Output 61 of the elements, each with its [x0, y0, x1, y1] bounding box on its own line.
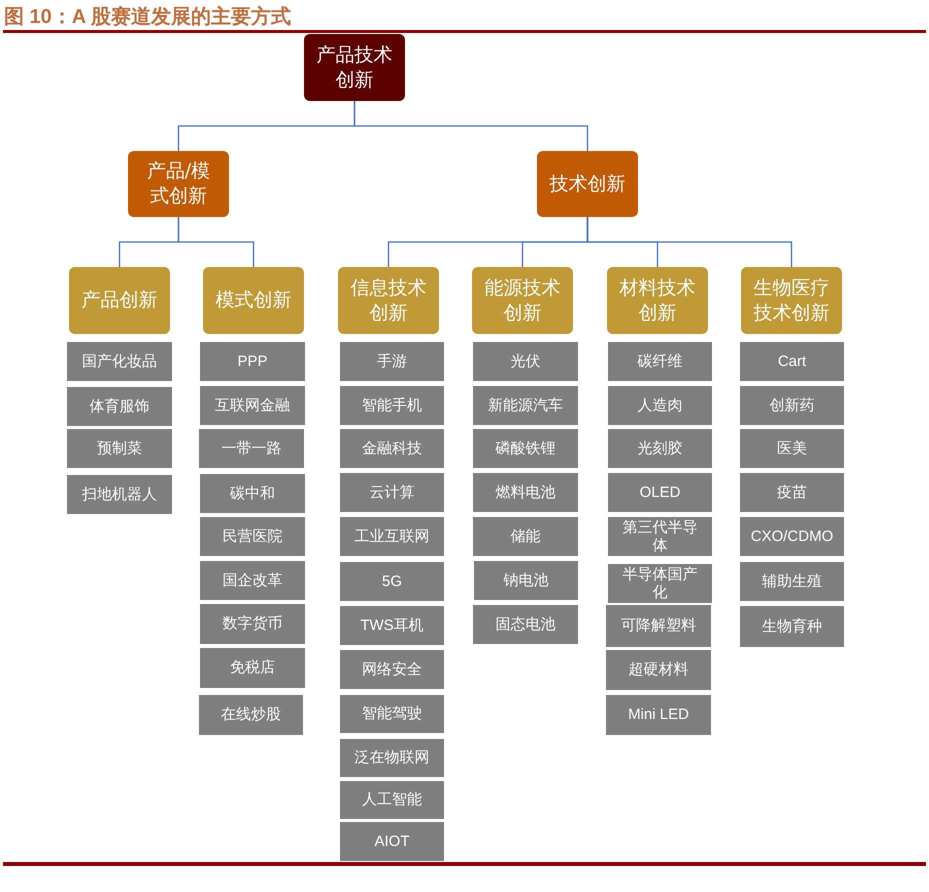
figure-title: 图 10：A 股赛道发展的主要方式 — [4, 4, 292, 30]
item-box: 数字货币 — [200, 604, 305, 644]
subcategory-box: 生物医疗技术创新 — [741, 267, 842, 334]
item-box: OLED — [608, 473, 712, 512]
item-box: 光刻胶 — [608, 429, 712, 468]
item-box: 储能 — [473, 517, 578, 556]
category-box: 技术创新 — [537, 151, 638, 217]
item-box: 云计算 — [340, 473, 444, 512]
item-box: 人工智能 — [340, 781, 444, 819]
root-box: 产品技术创新 — [304, 34, 405, 101]
item-box: Mini LED — [606, 695, 711, 735]
connector-line — [178, 217, 254, 267]
item-box: 燃料电池 — [473, 473, 578, 512]
item-box: 可降解塑料 — [606, 605, 711, 647]
item-box: 生物育种 — [740, 606, 844, 647]
item-box: 疫苗 — [740, 473, 844, 512]
item-box: 磷酸铁锂 — [473, 429, 578, 468]
subcategory-box: 产品创新 — [69, 267, 170, 334]
item-box: 在线炒股 — [199, 695, 303, 735]
subcategory-box: 能源技术创新 — [472, 267, 573, 334]
item-box: 网络安全 — [340, 650, 444, 689]
item-box: 第三代半导体 — [608, 517, 712, 556]
item-box: 体育服饰 — [67, 387, 172, 426]
item-box: 智能驾驶 — [340, 695, 444, 733]
item-box: 固态电池 — [473, 605, 578, 644]
item-box: 半导体国产化 — [608, 564, 712, 603]
item-box: 创新药 — [740, 386, 844, 425]
subcategory-box: 模式创新 — [203, 267, 304, 334]
item-box: 超硬材料 — [606, 650, 711, 690]
item-box: 手游 — [340, 342, 444, 381]
item-box: TWS耳机 — [340, 606, 444, 645]
item-box: 工业互联网 — [340, 517, 444, 556]
connector-line — [354, 101, 588, 151]
category-box: 产品/模式创新 — [128, 151, 229, 217]
item-box: Cart — [740, 342, 844, 381]
subcategory-box: 信息技术创新 — [338, 267, 439, 334]
item-box: 碳纤维 — [608, 342, 712, 381]
item-box: 碳中和 — [200, 474, 305, 513]
item-box: 预制菜 — [67, 429, 172, 468]
item-box: 互联网金融 — [200, 386, 305, 425]
item-box: AIOT — [340, 822, 444, 861]
item-box: 国产化妆品 — [67, 342, 172, 381]
item-box: 智能手机 — [340, 386, 444, 425]
subcategory-box: 材料技术创新 — [607, 267, 708, 334]
connector-line — [586, 217, 792, 267]
item-box: 钠电池 — [474, 561, 578, 600]
item-box: 医美 — [740, 429, 844, 468]
item-box: 国企改革 — [200, 561, 305, 600]
item-box: 辅助生殖 — [740, 562, 844, 601]
item-box: 民营医院 — [200, 517, 305, 556]
item-box: 光伏 — [473, 342, 578, 381]
item-box: PPP — [200, 342, 305, 381]
item-box: 泛在物联网 — [340, 739, 444, 777]
item-box: 金融科技 — [340, 429, 444, 468]
item-box: 新能源汽车 — [473, 386, 578, 425]
item-box: 人造肉 — [608, 386, 712, 425]
item-box: 扫地机器人 — [67, 475, 172, 514]
item-box: 免税店 — [200, 648, 305, 688]
item-box: 5G — [340, 562, 444, 601]
item-box: 一带一路 — [199, 429, 304, 468]
item-box: CXO/CDMO — [740, 517, 844, 556]
